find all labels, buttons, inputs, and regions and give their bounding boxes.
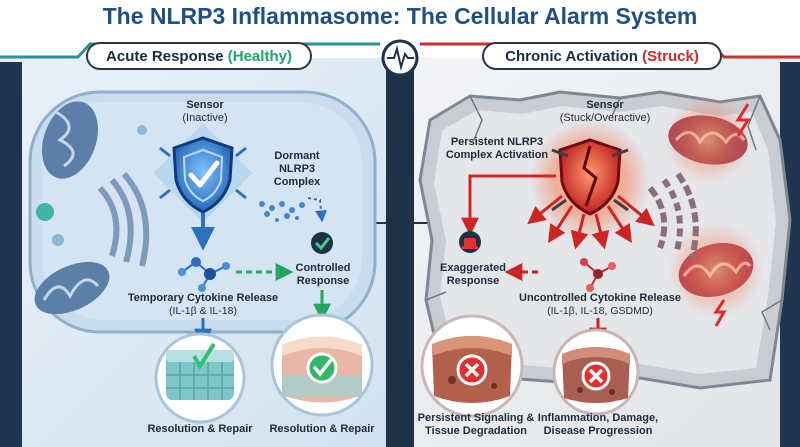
right-cytokine-label: Uncontrolled Cytokine Release (519, 292, 681, 304)
left-outcome-2: Resolution & Repair (269, 423, 375, 435)
molecule-icon (580, 258, 616, 292)
tissue-block-icon (420, 314, 524, 418)
page-title: The NLRP3 Inflammasome: The Cellular Ala… (102, 3, 698, 29)
mitochondria-icon (41, 101, 99, 179)
left-outcome-1: Resolution & Repair (147, 423, 253, 435)
chronic-header-main: Chronic Activation (505, 47, 638, 65)
right-outcome-1: Persistent Signaling & Tissue Degradatio… (417, 412, 535, 437)
persistent-complex-label: Persistent NLRP3 Complex Activation (445, 136, 549, 161)
exaggerated-response-label: Exaggerated Response (439, 262, 507, 287)
left-cytokine-detail: (IL-1β & IL-18) (169, 305, 237, 317)
alarm-icon (459, 231, 481, 253)
tissue-block-icon (154, 332, 246, 424)
chronic-header: Chronic Activation (Struck) (482, 42, 722, 70)
check-icon (311, 232, 333, 254)
molecule-icon (178, 257, 230, 292)
healthy-header: Acute Response (Healthy) (86, 42, 312, 70)
left-cytokine-label: Temporary Cytokine Release (127, 292, 279, 304)
right-outcome-2: Inflammation, Damage, Disease Progressio… (537, 412, 659, 437)
dormant-complex-label: Dormant NLRP3 Complex (273, 150, 321, 188)
shield-check-icon (153, 123, 253, 223)
tissue-block-icon (552, 328, 640, 416)
tissue-block-icon (270, 313, 374, 417)
center-divider (386, 58, 414, 447)
mitochondria-icon (664, 96, 752, 184)
left-sensor-label: Sensor (186, 99, 224, 111)
right-sensor-label: Sensor (586, 99, 624, 111)
controlled-response-label: Controlled Response (295, 262, 351, 287)
left-sensor-state: (Inactive) (182, 112, 228, 124)
chronic-header-tag: (Struck) (642, 47, 699, 65)
mitochondria-icon (34, 261, 110, 315)
right-sensor-state: (Stuck/Overactive) (559, 112, 651, 124)
right-cytokine-detail: (IL-1β, IL-18, GSDMD) (547, 305, 653, 317)
healthy-header-tag: (Healthy) (227, 47, 292, 65)
healthy-header-main: Acute Response (106, 47, 224, 65)
shield-broken-icon (551, 138, 629, 216)
